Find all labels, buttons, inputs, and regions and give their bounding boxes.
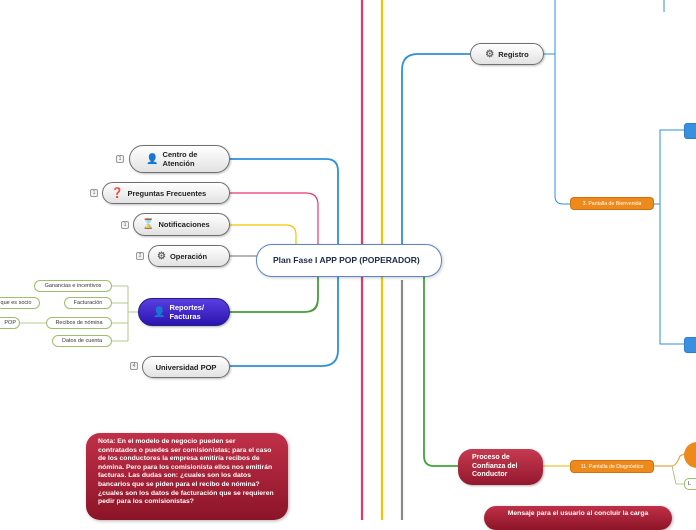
leaf-ganancias[interactable]: Ganancias e incentivos <box>34 280 112 292</box>
leaf-datos-cuenta[interactable]: Datos de cuenta <box>52 335 112 347</box>
topic-preguntas-frecuentes[interactable]: ❓ Preguntas Frecuentes <box>102 182 230 204</box>
topic-label: Operación <box>169 251 208 261</box>
node-pantalla-diagnostico[interactable]: 11. Pantalla de Diagnóstico <box>570 460 654 473</box>
central-topic[interactable]: Plan Fase I APP POP (POPERADOR) <box>256 244 442 277</box>
note-text: Nota: En el modelo de negocio pueden ser… <box>98 438 274 506</box>
leaf-diagnostico-child[interactable]: L <box>684 478 696 490</box>
topic-label: Universidad POP <box>155 362 217 372</box>
note-mensaje-usuario[interactable]: Mensaje para el usuario al concluir la c… <box>484 506 672 530</box>
topic-reportes-facturas[interactable]: 👤 Reportes/ Facturas <box>138 298 230 326</box>
gear-icon: ⚙ <box>157 250 166 262</box>
topic-label: Notificaciones <box>158 220 210 229</box>
topic-universidad-pop[interactable]: Universidad POP <box>142 356 230 378</box>
leaf-facturacion[interactable]: Facturación <box>64 297 112 309</box>
edge-reportes <box>230 276 319 313</box>
topic-label: Preguntas Frecuentes <box>127 188 207 198</box>
edge-right-top <box>654 129 684 205</box>
central-topic-label: Plan Fase I APP POP (POPERADOR) <box>273 255 420 265</box>
topic-centro-de-atencion[interactable]: 👤 Centro de Atención <box>129 145 230 173</box>
hourglass-icon: ⌛ <box>142 219 155 230</box>
leaf-pop[interactable]: POP <box>0 317 20 329</box>
topic-label: Reportes/ Facturas <box>169 303 205 321</box>
node-right-top-blue[interactable] <box>684 123 696 139</box>
edge-bienvenida <box>554 54 570 205</box>
gear-icon: ⚙ <box>485 48 495 60</box>
badge-operacion: 2 <box>136 252 144 260</box>
edge-registro-up <box>543 0 556 55</box>
badge-preguntas: 1 <box>90 189 98 197</box>
topic-label: Registro <box>498 49 529 59</box>
badge-universidad: 4 <box>130 362 138 370</box>
topic-label: Proceso de Confianza del Conductor <box>472 454 518 479</box>
node-pantalla-bienvenida[interactable]: 3. Pantalla de Bienvenida <box>570 197 654 210</box>
topic-proceso-confianza[interactable]: Proceso de Confianza del Conductor <box>458 449 543 485</box>
person-icon: 👤 <box>146 153 159 165</box>
leaf-recibos[interactable]: Recibos de nómina <box>46 317 112 329</box>
badge-notificaciones: 1 <box>121 221 129 229</box>
leaf-que-es-socio[interactable]: que es socio <box>0 297 40 309</box>
edge-registro <box>401 53 470 262</box>
topic-label: Centro de Atención <box>162 150 198 168</box>
edge-proceso <box>423 276 458 467</box>
edge-notificaciones <box>230 224 297 252</box>
note-text: Mensaje para el usuario al concluir la c… <box>507 510 649 517</box>
edge-right-bottom <box>659 204 684 345</box>
topic-operacion[interactable]: ⚙ Operación <box>148 245 230 267</box>
badge-centro: 1 <box>116 155 124 163</box>
topic-notificaciones[interactable]: ⌛ Notificaciones <box>133 213 230 236</box>
person-icon: 👤 <box>153 306 166 318</box>
note-modelo-negocio[interactable]: Nota: En el modelo de negocio pueden ser… <box>86 433 288 520</box>
question-icon: ❓ <box>111 187 124 199</box>
node-right-bottom-blue[interactable] <box>684 337 696 353</box>
topic-registro[interactable]: ⚙ Registro <box>470 43 544 65</box>
edge-reportes-children <box>112 285 138 342</box>
node-diagnostico-orange-circle[interactable] <box>684 442 696 468</box>
